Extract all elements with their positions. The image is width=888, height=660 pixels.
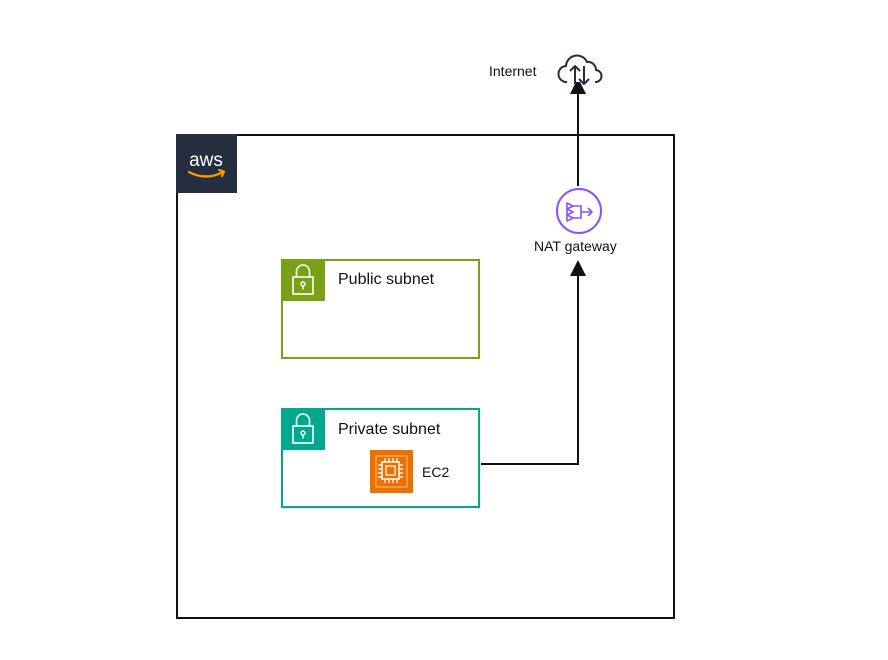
public-subnet-lock-tile <box>281 259 325 301</box>
cloud-upload-download-icon <box>557 54 603 85</box>
padlock-icon <box>292 264 314 295</box>
aws-logo-text: aws <box>189 150 223 171</box>
private-subnet-lock-tile <box>281 408 325 450</box>
public-subnet <box>281 259 480 359</box>
ec2-instance <box>370 450 413 493</box>
nat-gateway-label: NAT gateway <box>534 238 617 254</box>
private-subnet-label: Private subnet <box>338 421 441 438</box>
internet-label: Internet <box>489 63 537 79</box>
aws-logo-icon: aws <box>187 150 226 178</box>
aws-logo: aws <box>176 134 237 193</box>
ec2-instance-icon <box>375 455 408 488</box>
padlock-icon <box>292 413 314 444</box>
public-subnet-label: Public subnet <box>338 271 435 288</box>
ec2-to-nat-connector <box>481 260 586 465</box>
nat-gateway-icon <box>556 188 602 234</box>
aws-cloud-boundary <box>176 134 675 619</box>
ec2-label: EC2 <box>422 464 450 480</box>
private-subnet <box>281 408 480 508</box>
